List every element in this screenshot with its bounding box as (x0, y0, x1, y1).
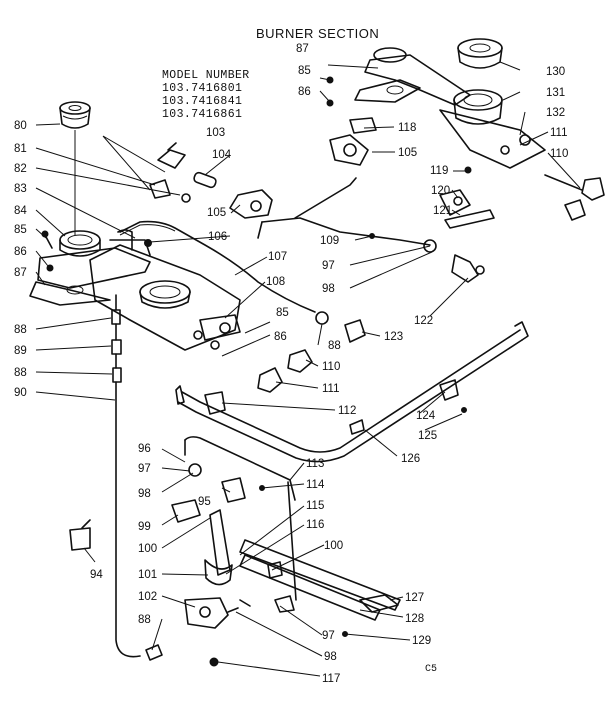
part-label-108: 108 (266, 276, 285, 288)
part-label-122: 122 (414, 315, 433, 327)
part-label-129: 129 (412, 635, 431, 647)
part-label-86: 86 (14, 246, 27, 258)
part-label-83: 83 (14, 183, 27, 195)
part-label-128: 128 (405, 613, 424, 625)
part-label-98: 98 (324, 651, 337, 663)
part-label-111: 111 (322, 383, 339, 395)
part-label-110: 110 (322, 361, 340, 373)
part-label-98: 98 (138, 488, 151, 500)
part-label-111: 111 (550, 127, 567, 139)
part-label-132: 132 (546, 107, 565, 119)
part-label-105: 105 (398, 147, 417, 159)
part-label-126: 126 (401, 453, 420, 465)
left-burner-cap (59, 101, 91, 235)
part-label-125: 125 (418, 430, 437, 442)
part-label-88: 88 (138, 614, 151, 626)
part-labels: 80 81 82 83 84 85 86 87 88 89 88 90 87 85 86 103 104 105 1… (14, 43, 568, 685)
upper-center-parts (149, 142, 273, 219)
part-label-85: 85 (298, 65, 311, 77)
part-label-97: 97 (322, 630, 335, 642)
part-label-85: 85 (14, 224, 27, 236)
part-label-87: 87 (14, 267, 27, 279)
part-label-118: 118 (398, 122, 416, 134)
part-label-103: 103 (206, 127, 225, 139)
part-label-110: 110 (550, 148, 568, 160)
part-label-86: 86 (274, 331, 287, 343)
model-number-1: 103.7416801 (162, 82, 243, 95)
model-number-3: 103.7416861 (162, 108, 243, 121)
manifold-pipe (175, 321, 529, 463)
center-burner-assembly (89, 244, 241, 351)
page-code: C5 (425, 664, 438, 675)
model-number-heading: MODEL NUMBER (162, 69, 250, 82)
part-label-88: 88 (14, 367, 27, 379)
part-label-131: 131 (546, 87, 565, 99)
part-label-120: 120 (431, 185, 450, 197)
mid-right-brackets (329, 117, 495, 229)
center-valves (257, 319, 366, 393)
part-label-130: 130 (546, 66, 565, 78)
part-label-101: 101 (138, 569, 157, 581)
part-label-88: 88 (14, 324, 27, 336)
part-label-98: 98 (322, 283, 335, 295)
part-label-99: 99 (138, 521, 151, 533)
part-label-94: 94 (90, 569, 103, 581)
part-label-85: 85 (276, 307, 289, 319)
part-label-112: 112 (338, 405, 356, 417)
part-label-107: 107 (268, 251, 287, 263)
part-label-86: 86 (298, 86, 311, 98)
part-label-87: 87 (296, 43, 309, 55)
upper-right-valves (544, 174, 605, 221)
part-label-113: 113 (306, 458, 324, 470)
part-label-121: 121 (433, 205, 452, 217)
part-label-104: 104 (212, 149, 232, 161)
part-label-100: 100 (138, 543, 157, 555)
part-label-97: 97 (138, 463, 151, 475)
part-label-96: 96 (138, 443, 151, 455)
part-label-90: 90 (14, 387, 27, 399)
orifice-fittings (111, 294, 163, 661)
section-title: BURNER SECTION (256, 26, 380, 41)
part-label-114: 114 (306, 479, 325, 491)
part-label-95: 95 (198, 496, 211, 508)
part-label-89: 89 (14, 345, 27, 357)
part-label-109: 109 (320, 235, 339, 247)
part-label-127: 127 (405, 592, 424, 604)
part-label-124: 124 (416, 410, 436, 422)
right-burner-assembly (354, 38, 546, 169)
part-label-82: 82 (14, 163, 27, 175)
leader-lines (35, 61, 581, 677)
part-label-105: 105 (207, 207, 226, 219)
part-label-88: 88 (328, 340, 341, 352)
part-label-81: 81 (14, 143, 27, 155)
part-label-102: 102 (138, 591, 157, 603)
part-label-80: 80 (14, 120, 27, 132)
control-rod (257, 177, 485, 283)
part-label-123: 123 (384, 331, 403, 343)
oven-burner-assembly (69, 436, 401, 667)
part-label-117: 117 (322, 673, 340, 685)
left-burner-assembly (29, 229, 151, 306)
part-label-106: 106 (208, 231, 227, 243)
part-label-100: 100 (324, 540, 343, 552)
part-label-119: 119 (430, 165, 448, 177)
part-label-115: 115 (306, 500, 324, 512)
part-label-97: 97 (322, 260, 335, 272)
part-label-116: 116 (306, 519, 324, 531)
model-number-2: 103.7416841 (162, 95, 243, 108)
part-label-84: 84 (14, 205, 27, 217)
